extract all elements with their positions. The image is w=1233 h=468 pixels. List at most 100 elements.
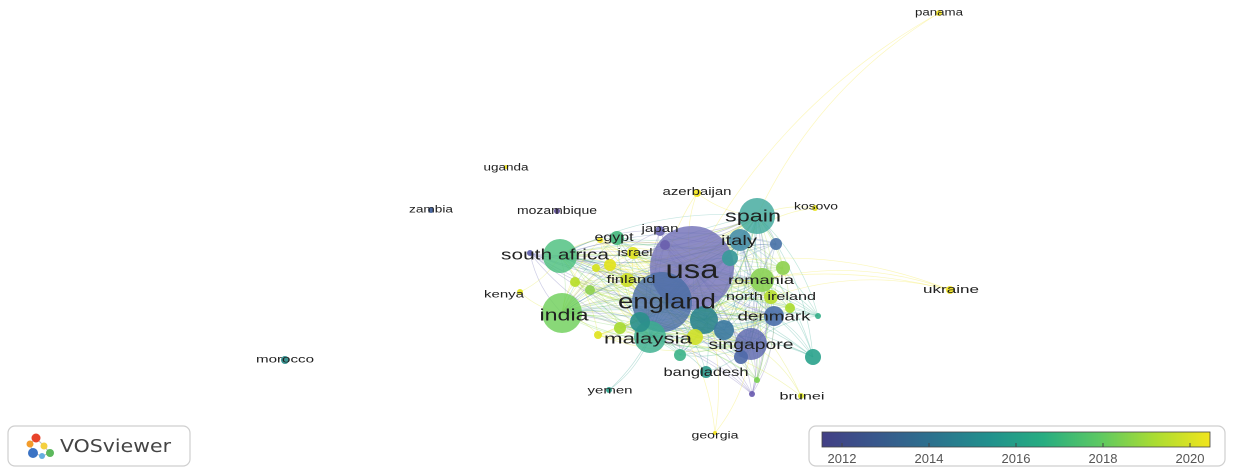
vosviewer-logo-text: VOSviewer — [60, 436, 172, 457]
node-panama[interactable] — [936, 10, 942, 16]
link — [739, 239, 814, 358]
label-singapore[interactable]: singapore — [709, 336, 794, 352]
node-unlabeled[interactable] — [815, 313, 821, 319]
link — [739, 239, 762, 381]
node-unlabeled[interactable] — [585, 285, 595, 295]
logo-icon-dot-red — [31, 433, 41, 443]
label-bangladesh[interactable]: bangladesh — [664, 365, 749, 379]
logo-icon-dot-lightblue — [39, 453, 45, 459]
link — [679, 315, 775, 356]
label-india[interactable]: india — [540, 306, 590, 325]
label-mozambique[interactable]: mozambique — [517, 205, 597, 217]
label-denmark[interactable]: denmark — [738, 309, 812, 324]
logo-icon-dot-blue — [28, 448, 38, 458]
label-uganda[interactable]: uganda — [484, 163, 530, 174]
label-england[interactable]: england — [618, 291, 716, 314]
label-egypt[interactable]: egypt — [595, 230, 635, 244]
node-unlabeled[interactable] — [749, 391, 755, 397]
node-bangladesh[interactable] — [700, 366, 712, 378]
label-romania[interactable]: romania — [728, 273, 794, 287]
label-morocco[interactable]: morocco — [256, 355, 315, 366]
network-labels: usa england spain india south africa malaysia… — [256, 8, 979, 442]
node-unlabeled[interactable] — [660, 240, 670, 250]
link — [559, 255, 681, 356]
label-north-ireland[interactable]: north ireland — [726, 291, 816, 303]
node-spain[interactable] — [739, 198, 775, 234]
label-azerbaijan[interactable]: azerbaijan — [663, 186, 732, 198]
label-brunei[interactable]: brunei — [780, 392, 825, 403]
label-kosovo[interactable]: kosovo — [794, 202, 839, 213]
node-unlabeled[interactable] — [527, 250, 533, 256]
label-south-africa[interactable]: south africa — [501, 247, 610, 264]
label-kenya[interactable]: kenya — [484, 290, 525, 301]
link — [561, 215, 758, 314]
node-romania[interactable] — [750, 268, 774, 292]
node-unlabeled[interactable] — [776, 261, 790, 275]
node-unlabeled[interactable] — [687, 329, 703, 345]
node-north-ireland[interactable] — [764, 290, 778, 304]
link — [691, 12, 940, 269]
node-uganda[interactable] — [504, 165, 508, 169]
color-legend: 2012 2014 2016 2018 2020 — [808, 425, 1226, 467]
node-morocco[interactable] — [281, 356, 289, 364]
label-italy[interactable]: italy — [721, 232, 757, 248]
node-unlabeled[interactable] — [570, 277, 580, 287]
node-brunei[interactable] — [798, 393, 804, 399]
label-malaysia[interactable]: malaysia — [604, 331, 693, 348]
node-ukraine[interactable] — [946, 286, 954, 294]
node-israel[interactable] — [627, 247, 639, 259]
label-georgia[interactable]: georgia — [692, 431, 740, 442]
node-unlabeled[interactable] — [754, 377, 760, 383]
label-finland[interactable]: finland — [607, 274, 656, 286]
legend-tick-label: 2020 — [1176, 451, 1205, 466]
link — [761, 270, 951, 291]
node-mozambique[interactable] — [554, 208, 560, 214]
node-unlabeled[interactable] — [592, 264, 600, 272]
label-japan[interactable]: japan — [640, 223, 678, 235]
node-japan[interactable] — [655, 226, 665, 236]
node-unlabeled[interactable] — [597, 237, 603, 243]
node-unlabeled[interactable] — [714, 320, 734, 340]
label-usa[interactable]: usa — [666, 254, 720, 284]
node-india[interactable] — [542, 293, 582, 333]
node-kenya[interactable] — [517, 289, 523, 295]
node-unlabeled[interactable] — [722, 250, 738, 266]
node-georgia[interactable] — [713, 431, 717, 435]
label-yemen[interactable]: yemen — [588, 386, 633, 397]
node-denmark[interactable] — [764, 306, 784, 326]
label-spain[interactable]: spain — [725, 207, 781, 226]
logo-panel-frame — [7, 425, 191, 467]
link — [751, 215, 769, 395]
label-israel[interactable]: israel — [618, 247, 653, 259]
label-ukraine[interactable]: ukraine — [923, 284, 979, 296]
label-panama[interactable]: panama — [915, 8, 964, 19]
node-finland[interactable] — [620, 273, 634, 287]
vosviewer-logo-panel: VOSviewer — [7, 425, 191, 467]
node-yemen[interactable] — [606, 387, 612, 393]
link — [649, 332, 814, 358]
node-unlabeled[interactable] — [770, 238, 782, 250]
node-unlabeled[interactable] — [674, 349, 686, 361]
node-italy[interactable] — [729, 229, 751, 251]
node-unlabeled[interactable] — [734, 350, 748, 364]
node-egypt[interactable] — [610, 231, 624, 245]
link — [756, 215, 814, 358]
link — [529, 252, 651, 338]
link — [770, 279, 951, 298]
node-unlabeled[interactable] — [604, 259, 616, 271]
network-nodes — [281, 10, 954, 435]
node-unlabeled[interactable] — [614, 322, 626, 334]
node-zambia[interactable] — [428, 207, 434, 213]
node-unlabeled[interactable] — [630, 312, 650, 332]
logo-icon-dot-yellow — [40, 442, 48, 450]
legend-tick-label: 2014 — [915, 451, 944, 466]
node-azerbaijan[interactable] — [693, 189, 701, 197]
label-zambia[interactable]: zambia — [409, 205, 454, 216]
node-south-africa[interactable] — [543, 239, 577, 273]
node-unlabeled[interactable] — [690, 306, 718, 334]
node-kosovo[interactable] — [812, 205, 818, 211]
node-unlabeled[interactable] — [594, 331, 602, 339]
node-unlabeled[interactable] — [805, 349, 821, 365]
node-unlabeled[interactable] — [785, 303, 795, 313]
